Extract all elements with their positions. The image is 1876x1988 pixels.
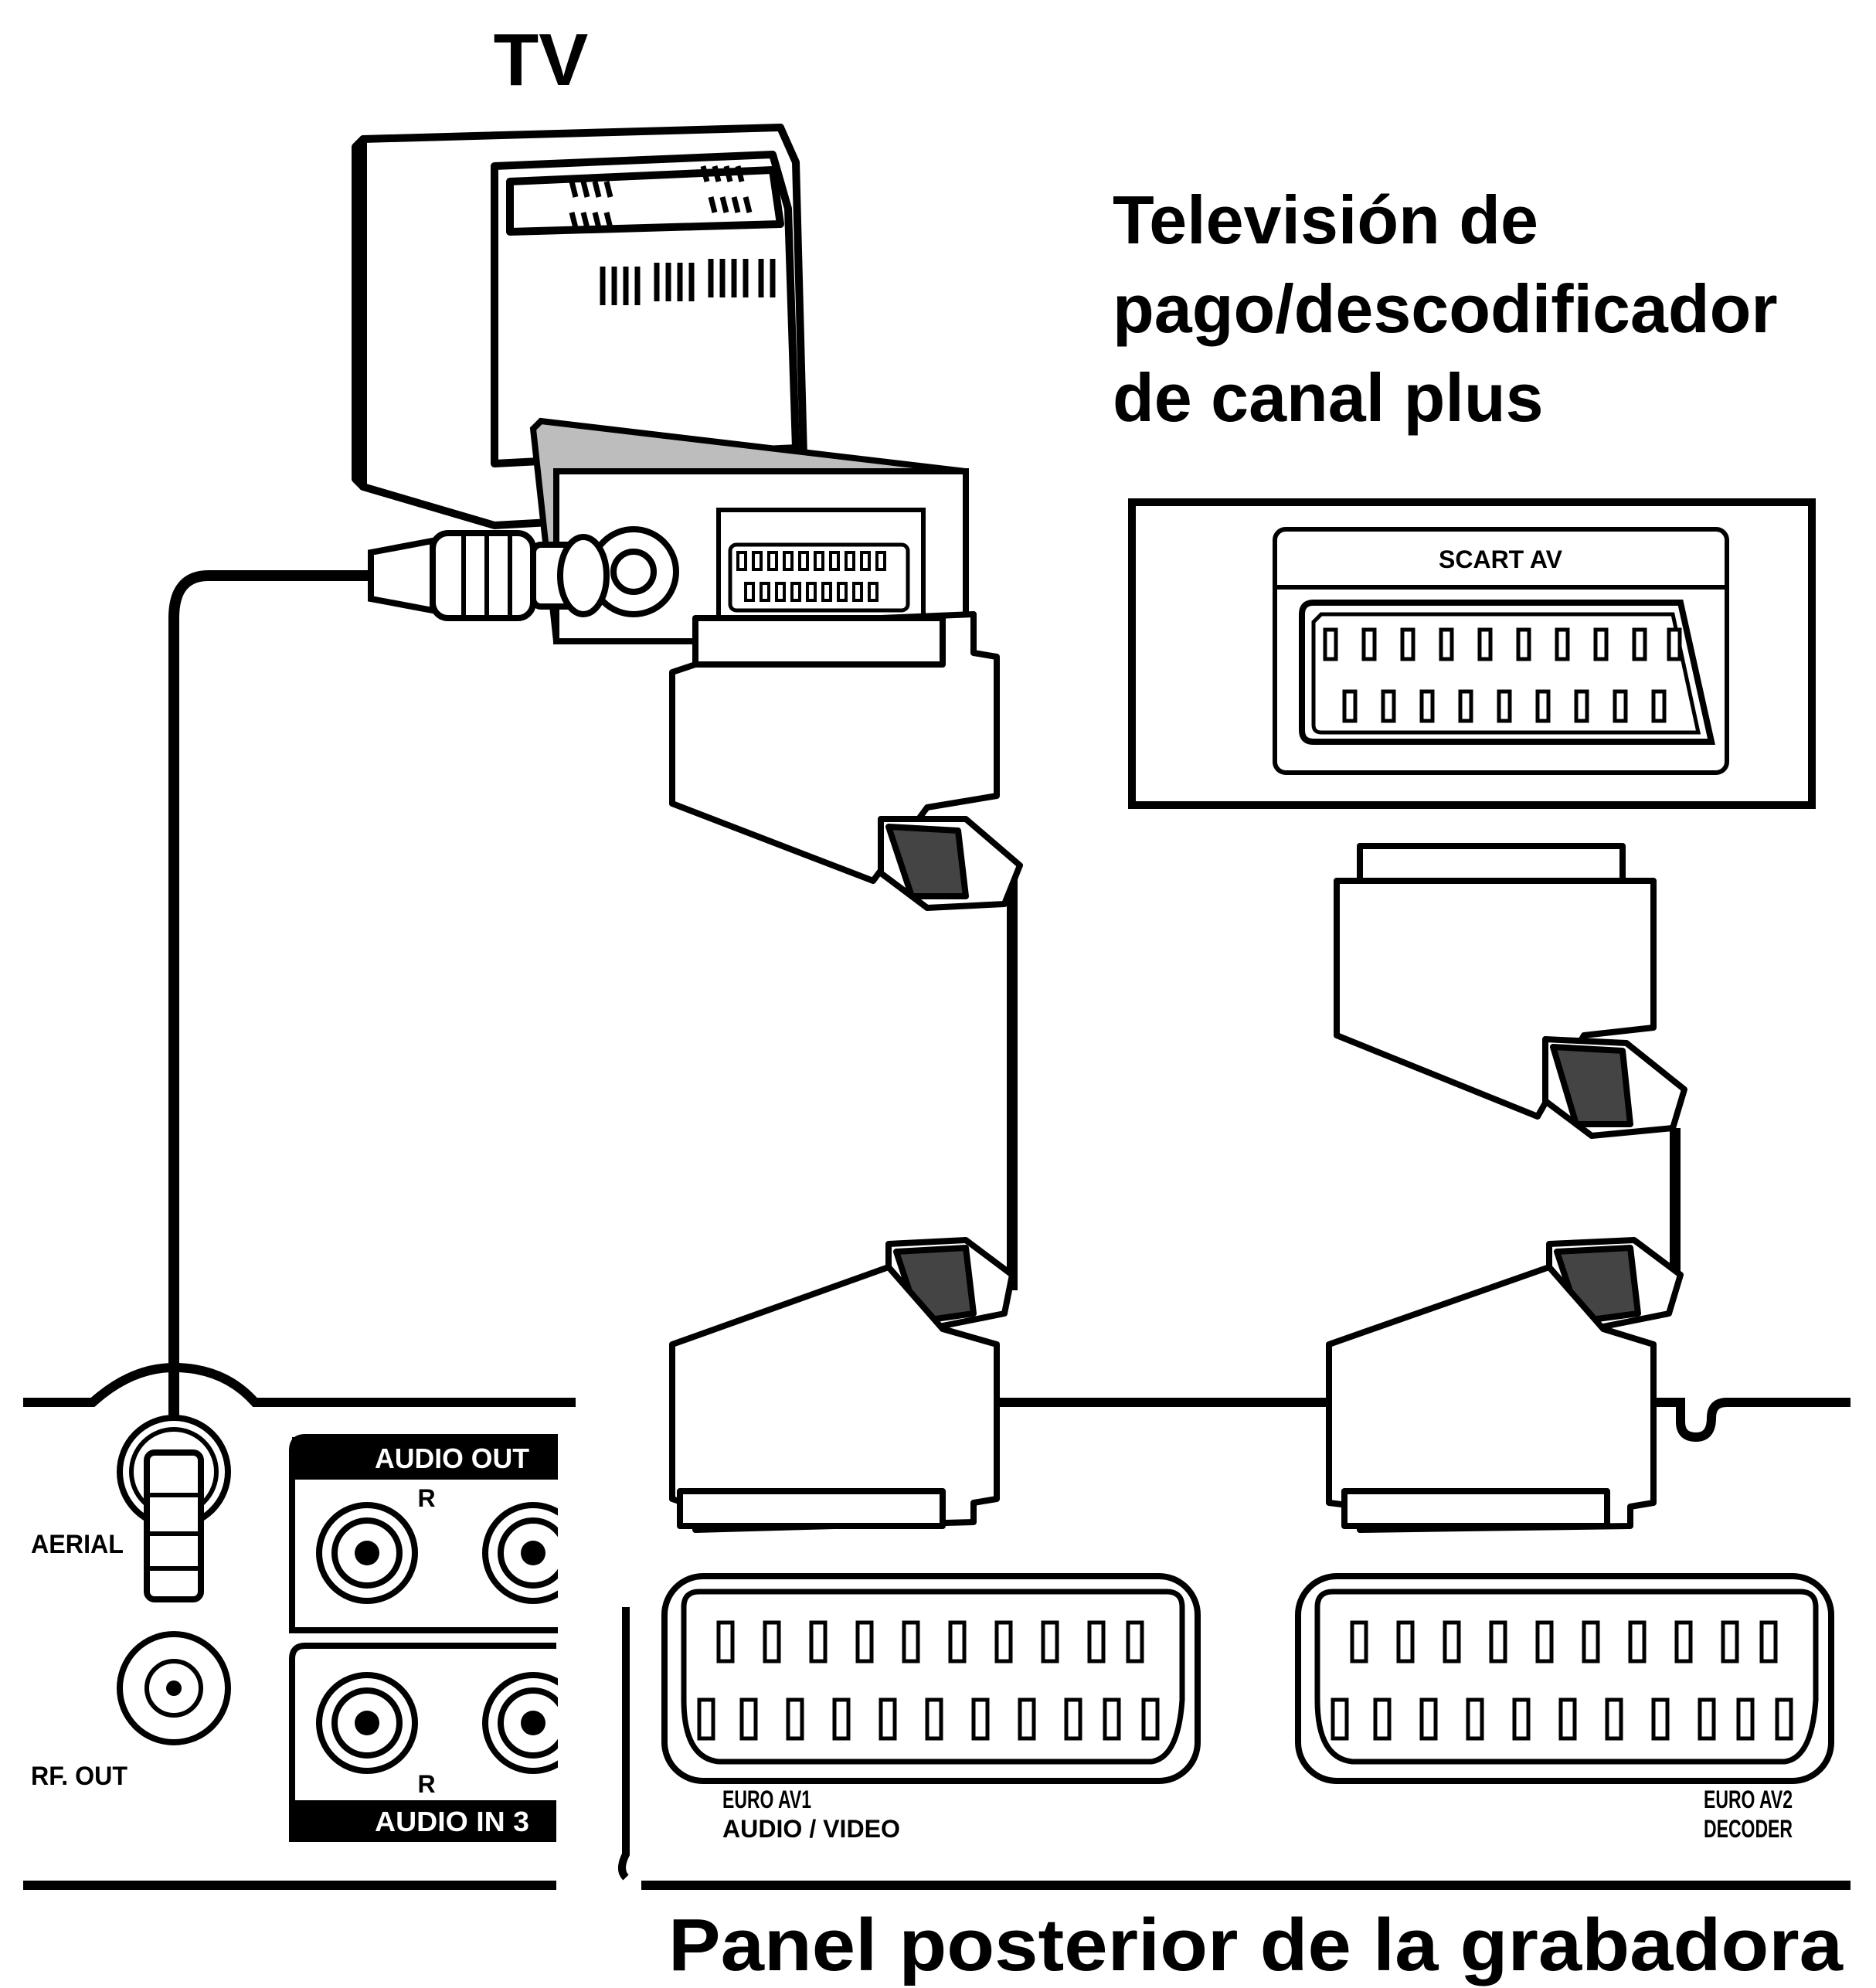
aerial-label: AERIAL (31, 1530, 124, 1559)
decoder-title-line3: de canal plus (1113, 359, 1544, 436)
audio-section: AUDIO OUT R AUDIO IN 3 R (289, 1422, 630, 1901)
rf-out-connector (117, 1631, 231, 1745)
tv-label: TV (494, 19, 589, 101)
euro-av1-label-line2: AUDIO / VIDEO (722, 1815, 900, 1843)
euro-av2-label-line1: EURO AV2 (1704, 1786, 1793, 1813)
audio-in-3-label: AUDIO IN 3 (375, 1806, 529, 1837)
aerial-cable (168, 530, 610, 1453)
euro-av2-socket (1295, 1573, 1834, 1784)
decoder-scart-pins (1323, 627, 1682, 723)
euro-av1-socket (661, 1573, 1201, 1784)
recorder-panel (23, 1362, 1851, 1890)
scart-av-label: SCART AV (1439, 545, 1563, 573)
scart-cable-tv (669, 611, 1023, 1533)
audio-in-l-jack (482, 1672, 584, 1774)
tv-vents (569, 165, 776, 305)
decoder-title-line1: Televisión de (1113, 182, 1538, 258)
aerial-connector (117, 1415, 231, 1602)
decoder-title-line2: pago/descodificador (1113, 270, 1778, 347)
tv-scart-pins (736, 551, 886, 602)
audio-out-r-jack (316, 1502, 418, 1604)
scart-plug-decoder-end (1334, 843, 1687, 1139)
euro-av1-pins (697, 1620, 1160, 1741)
euro-av2-pins (1331, 1620, 1793, 1741)
audio-in-r-jack (316, 1672, 418, 1774)
audio-out-label: AUDIO OUT (375, 1443, 529, 1474)
panel-title: Panel posterior de la grabadora (668, 1904, 1844, 1986)
tv-input-panel (529, 417, 969, 644)
audio-in-r-label: R (417, 1770, 435, 1798)
scart-plug-av2-end (1326, 1237, 1684, 1533)
euro-av2-label-line2: DECODER (1704, 1815, 1793, 1843)
audio-out-r-label: R (417, 1484, 435, 1512)
scart-plug-av1-end (669, 1237, 1015, 1533)
euro-av1-label-line1: EURO AV1 (722, 1786, 811, 1813)
tv-set (352, 124, 807, 529)
rf-out-label: RF. OUT (31, 1762, 127, 1791)
audio-out-l-jack (482, 1502, 584, 1604)
decoder-panel: SCART AV (1128, 498, 1816, 809)
scart-cable-decoder (1326, 843, 1687, 1533)
scart-plug-tv-end (669, 611, 1023, 911)
